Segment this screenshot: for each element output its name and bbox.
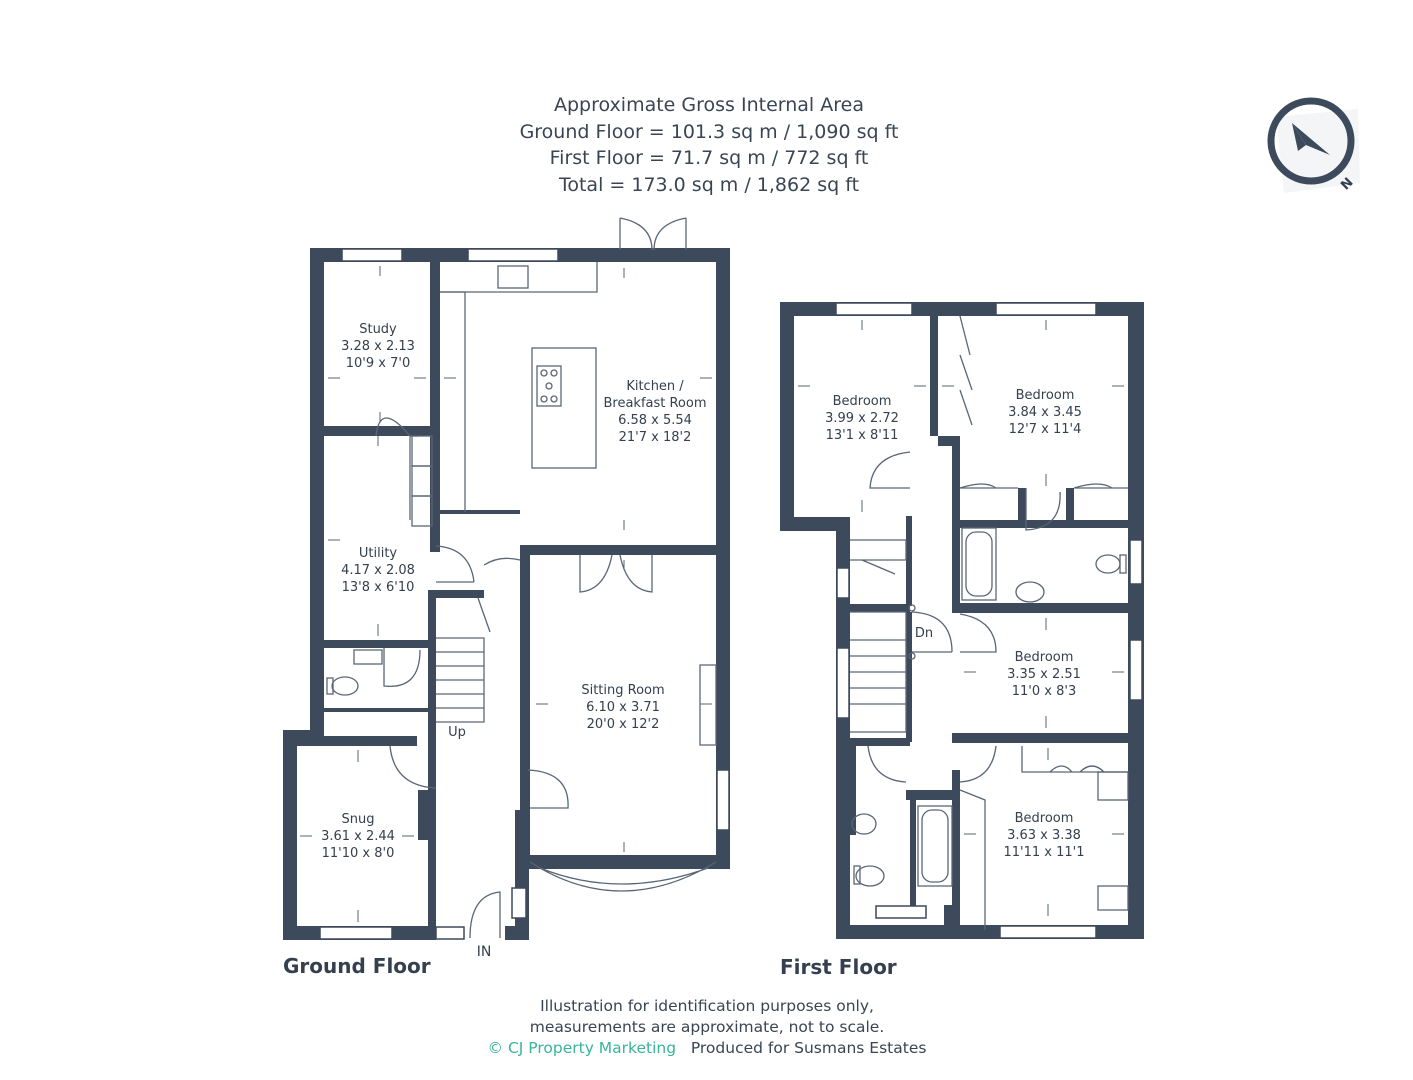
snug-name: Snug xyxy=(342,812,375,827)
compass-north-icon: N xyxy=(1267,97,1360,193)
sitting-room-imperial: 20'0 x 12'2 xyxy=(587,717,660,732)
brand-credit: © CJ Property Marketing xyxy=(487,1039,677,1057)
kitchen-name-2: Breakfast Room xyxy=(603,396,706,411)
bedroom-3-imperial: 11'0 x 8'3 xyxy=(1012,684,1076,699)
bedroom-2-imperial: 12'7 x 11'4 xyxy=(1009,422,1082,437)
total-area: Total = 173.0 sq m / 1,862 sq ft xyxy=(558,173,860,196)
utility-name: Utility xyxy=(359,546,398,561)
disclaimer-line-2: measurements are approximate, not to sca… xyxy=(529,1018,885,1036)
first-floor-room-labels: Bedroom 3.99 x 2.72 13'1 x 8'11 Bedroom … xyxy=(825,388,1084,860)
credits-line: © CJ Property Marketing Produced for Sus… xyxy=(407,1038,1007,1059)
kitchen-metric: 6.58 x 5.54 xyxy=(618,413,692,428)
first-floor-title: First Floor xyxy=(780,955,897,979)
area-summary: Approximate Gross Internal Area Ground F… xyxy=(409,92,1009,198)
bedroom-4-metric: 3.63 x 3.38 xyxy=(1007,828,1081,843)
entrance-label: IN xyxy=(477,944,492,960)
first-floor-windows xyxy=(835,302,1143,939)
bedroom-2-name: Bedroom xyxy=(1016,388,1075,403)
bedroom-4-name: Bedroom xyxy=(1015,811,1074,826)
bedroom-3-metric: 3.35 x 2.51 xyxy=(1007,667,1081,682)
utility-imperial: 13'8 x 6'10 xyxy=(342,580,415,595)
utility-metric: 4.17 x 2.08 xyxy=(341,563,415,578)
sitting-room-metric: 6.10 x 3.71 xyxy=(586,700,660,715)
study-name: Study xyxy=(359,322,397,337)
stairs-up-label: Up xyxy=(448,725,466,740)
ground-floor-fixtures xyxy=(326,217,717,939)
snug-metric: 3.61 x 2.44 xyxy=(321,829,395,844)
bedroom-4-imperial: 11'11 x 11'1 xyxy=(1003,845,1084,860)
dimension-arrows xyxy=(300,266,1124,922)
study-imperial: 10'9 x 7'0 xyxy=(346,356,410,371)
ground-floor-title: Ground Floor xyxy=(283,954,431,978)
kitchen-name-1: Kitchen / xyxy=(626,379,684,394)
stairs-down-label: Dn xyxy=(915,626,933,641)
bedroom-2-metric: 3.84 x 3.45 xyxy=(1008,405,1082,420)
ground-floor-room-labels: Study 3.28 x 2.13 10'9 x 7'0 Kitchen / B… xyxy=(321,322,706,960)
ground-floor-area: Ground Floor = 101.3 sq m / 1,090 sq ft xyxy=(519,120,899,143)
first-floor-fixtures xyxy=(850,315,1129,930)
study-metric: 3.28 x 2.13 xyxy=(341,339,415,354)
first-floor-area: First Floor = 71.7 sq m / 772 sq ft xyxy=(549,147,869,169)
produced-for: Produced for Susmans Estates xyxy=(690,1039,927,1057)
disclaimer-line-1: Illustration for identification purposes… xyxy=(540,997,874,1015)
bedroom-1-name: Bedroom xyxy=(833,394,892,409)
bedroom-1-metric: 3.99 x 2.72 xyxy=(825,411,899,426)
bedroom-1-imperial: 13'1 x 8'11 xyxy=(826,428,899,443)
sitting-room-name: Sitting Room xyxy=(581,683,664,698)
kitchen-imperial: 21'7 x 18'2 xyxy=(619,430,692,445)
area-title: Approximate Gross Internal Area xyxy=(554,94,864,116)
snug-imperial: 11'10 x 8'0 xyxy=(322,846,395,861)
bedroom-3-name: Bedroom xyxy=(1015,650,1074,665)
footer-disclaimer: Illustration for identification purposes… xyxy=(407,996,1007,1059)
ground-floor-windows xyxy=(319,248,730,940)
